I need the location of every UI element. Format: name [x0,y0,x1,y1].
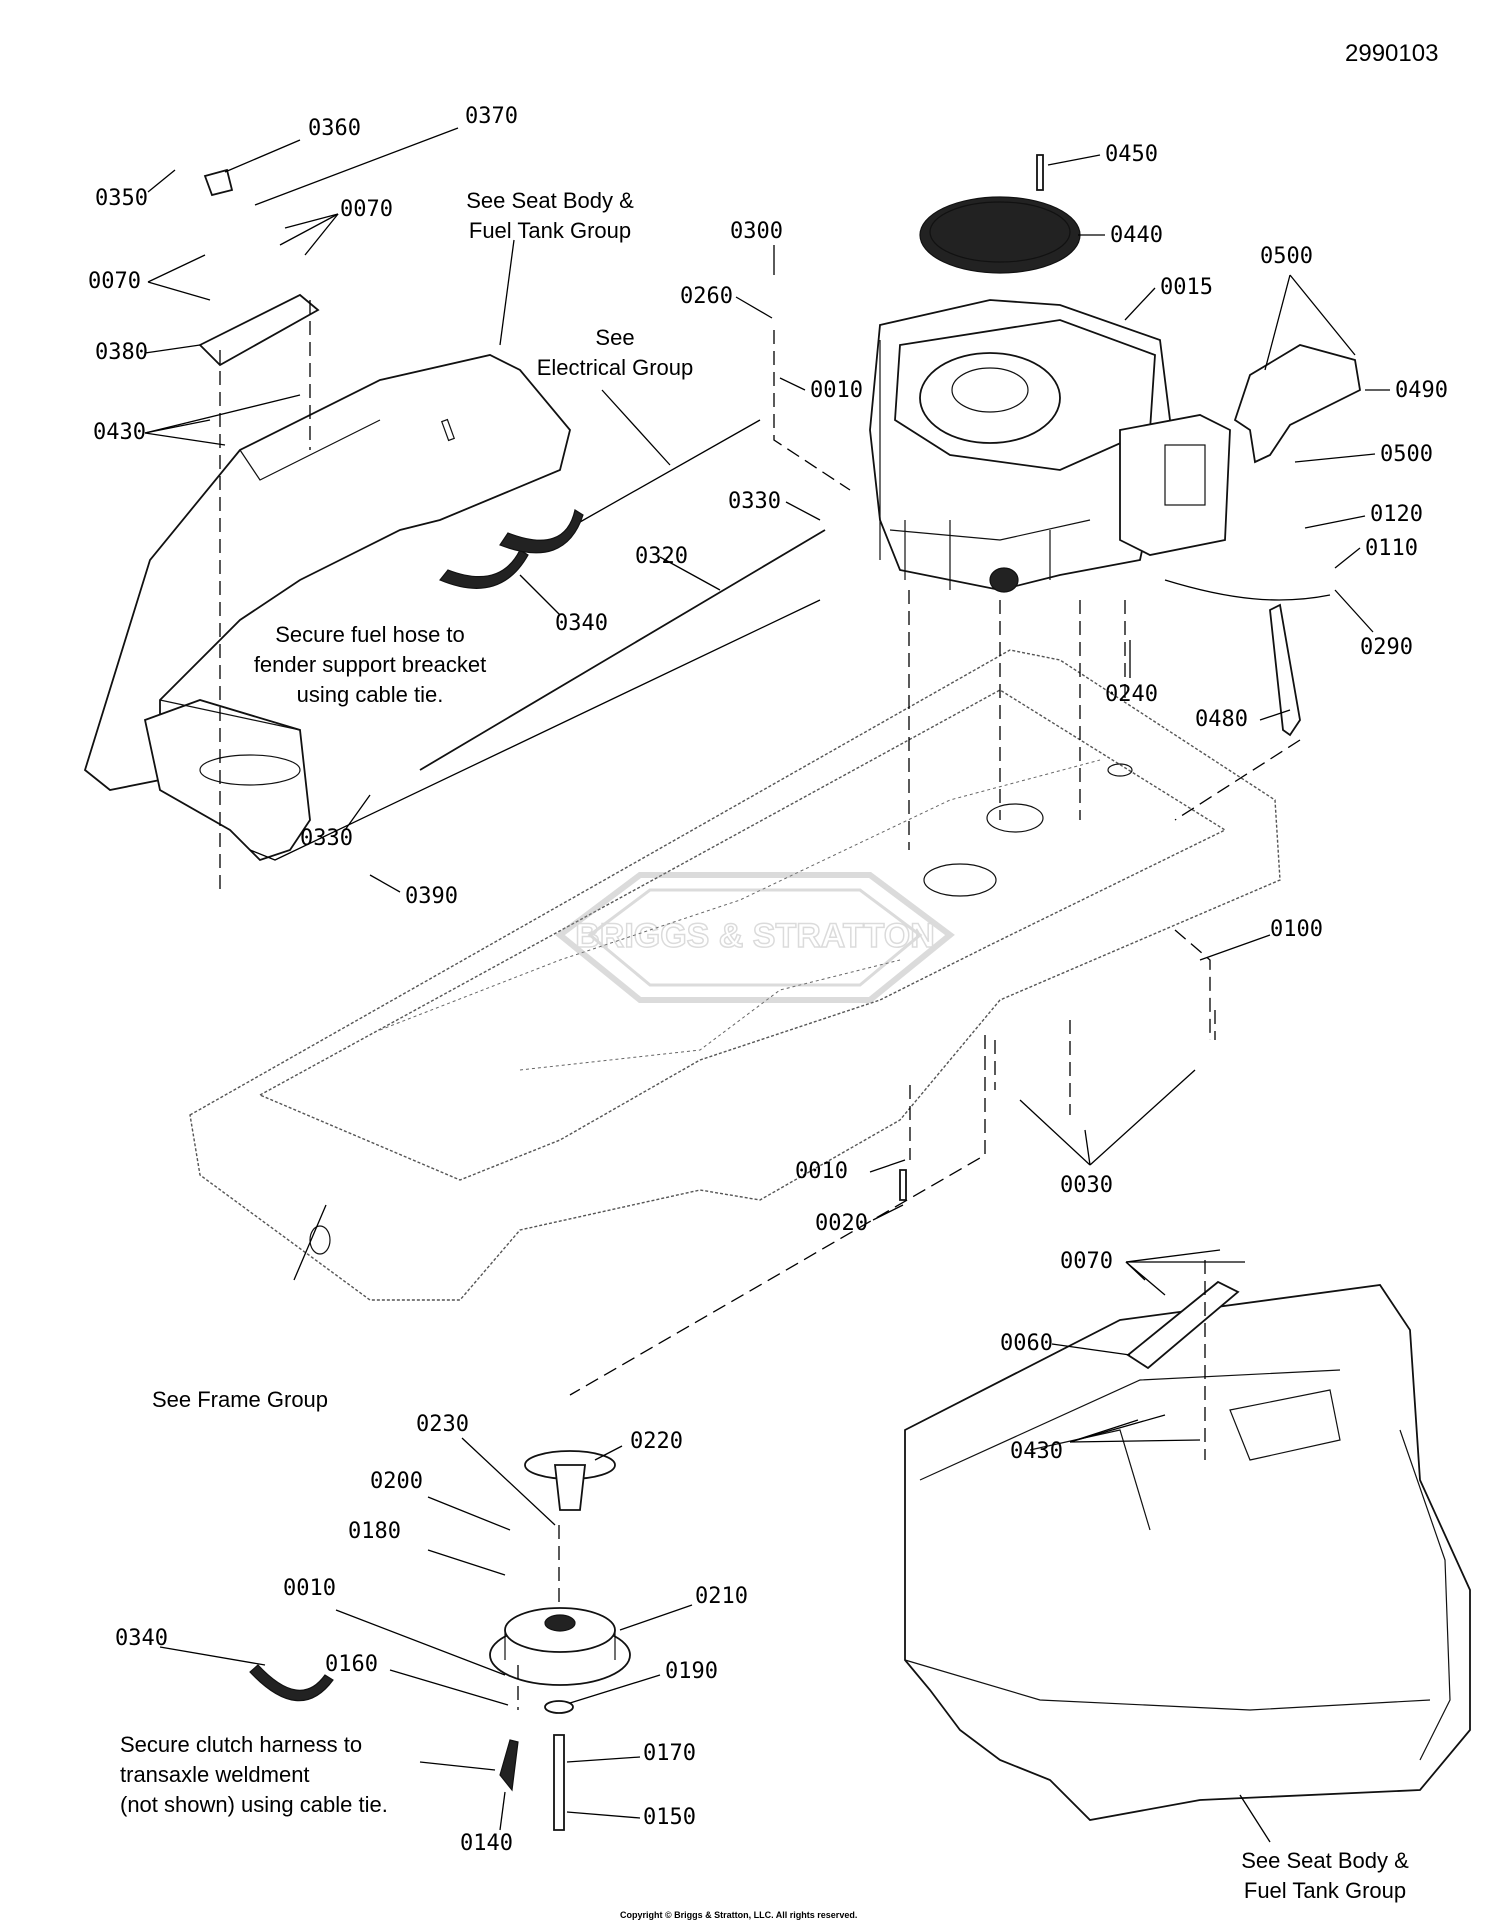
part-label-0010: 0010 [283,1576,336,1601]
washer-0190 [544,1700,574,1714]
part-label-0300: 0300 [730,219,783,244]
bracket-0480 [1269,603,1301,737]
cable-0390 [249,599,821,861]
seat-body [904,1284,1471,1821]
note-electrical: See Electrical Group [536,325,694,380]
part-label-0010: 0010 [810,378,863,403]
part-label-0030: 0030 [1060,1173,1113,1198]
part-label-0330: 0330 [300,826,353,851]
part-label-0380: 0380 [95,340,148,365]
note-frame-group: See Frame Group [151,1387,329,1412]
part-label-0180: 0180 [348,1519,401,1544]
electrical-harness [579,419,761,523]
plate-0380 [198,293,320,367]
watermark-text: BRIGGS & STRATTON [575,917,935,955]
part-label-0240: 0240 [1105,682,1158,707]
leader-lines [144,127,1390,1843]
part-label-0160: 0160 [325,1652,378,1677]
part-label-0260: 0260 [680,284,733,309]
fuel-hose [1164,579,1331,601]
part-label-0190: 0190 [665,1659,718,1684]
pto-clutch [489,1450,631,1686]
alignment-lines [219,300,1301,1710]
part-label-0340: 0340 [115,1626,168,1651]
left-fender-support [83,354,571,862]
note-clutch-harness: Secure clutch harness to transaxle weldm… [120,1732,388,1817]
bolt-0150 [553,1734,565,1831]
bolt-0020 [899,1169,907,1201]
part-label-0340: 0340 [555,611,608,636]
rod-0320 [419,529,826,771]
part-label-0020: 0020 [815,1211,868,1236]
cable-tie-0340c [249,1664,334,1702]
part-label-0500: 0500 [1260,244,1313,269]
part-label-0320: 0320 [635,544,688,569]
part-label-0430: 0430 [93,420,146,445]
part-label-0350: 0350 [95,186,148,211]
part-label-0140: 0140 [460,1831,513,1856]
part-label-0440: 0440 [1110,223,1163,248]
part-label-0360: 0360 [308,116,361,141]
part-label-0070: 0070 [1060,1249,1113,1274]
part-label-0450: 0450 [1105,142,1158,167]
brand-watermark: BRIGGS & STRATTON [555,872,955,1003]
part-label-0150: 0150 [643,1805,696,1830]
part-label-0210: 0210 [695,1584,748,1609]
part-label-0070: 0070 [340,197,393,222]
part-label-0110: 0110 [1365,536,1418,561]
tractor-frame [189,649,1281,1301]
engine [869,299,1231,593]
cable-tie-0340a [439,549,529,589]
part-label-0430: 0430 [1010,1439,1063,1464]
part-label-0060: 0060 [1000,1331,1053,1356]
part-label-0370: 0370 [465,104,518,129]
plate-0060 [1126,1280,1240,1370]
part-label-0290: 0290 [1360,635,1413,660]
latch-0360 [203,168,234,197]
part-label-0070: 0070 [88,269,141,294]
part-label-0490: 0490 [1395,378,1448,403]
muffler-guard [1233,344,1361,464]
part-label-0390: 0390 [405,884,458,909]
part-label-0120: 0120 [1370,502,1423,527]
part-label-0230: 0230 [416,1412,469,1437]
part-label-0100: 0100 [1270,917,1323,942]
note-seat-body-top: See Seat Body & Fuel Tank Group [466,188,634,243]
part-label-0500: 0500 [1380,442,1433,467]
note-seat-body-bottom: See Seat Body & Fuel Tank Group [1241,1848,1409,1903]
note-fuel-hose: Secure fuel hose to fender support breac… [253,622,487,707]
part-label-0200: 0200 [370,1469,423,1494]
part-label-0480: 0480 [1195,707,1248,732]
part-label-0170: 0170 [643,1741,696,1766]
part-label-0330: 0330 [728,489,781,514]
part-label-0010: 0010 [795,1159,848,1184]
air-filter-cover [919,196,1081,274]
bolt-0450 [1036,154,1044,191]
harness-connector-0140 [499,1739,519,1792]
cable-tie-0340b [499,509,584,554]
copyright-notice: Copyright © Briggs & Stratton, LLC. All … [620,1910,858,1920]
document-number: 2990103 [1345,40,1439,67]
part-label-0015: 0015 [1160,275,1213,300]
part-label-0220: 0220 [630,1429,683,1454]
